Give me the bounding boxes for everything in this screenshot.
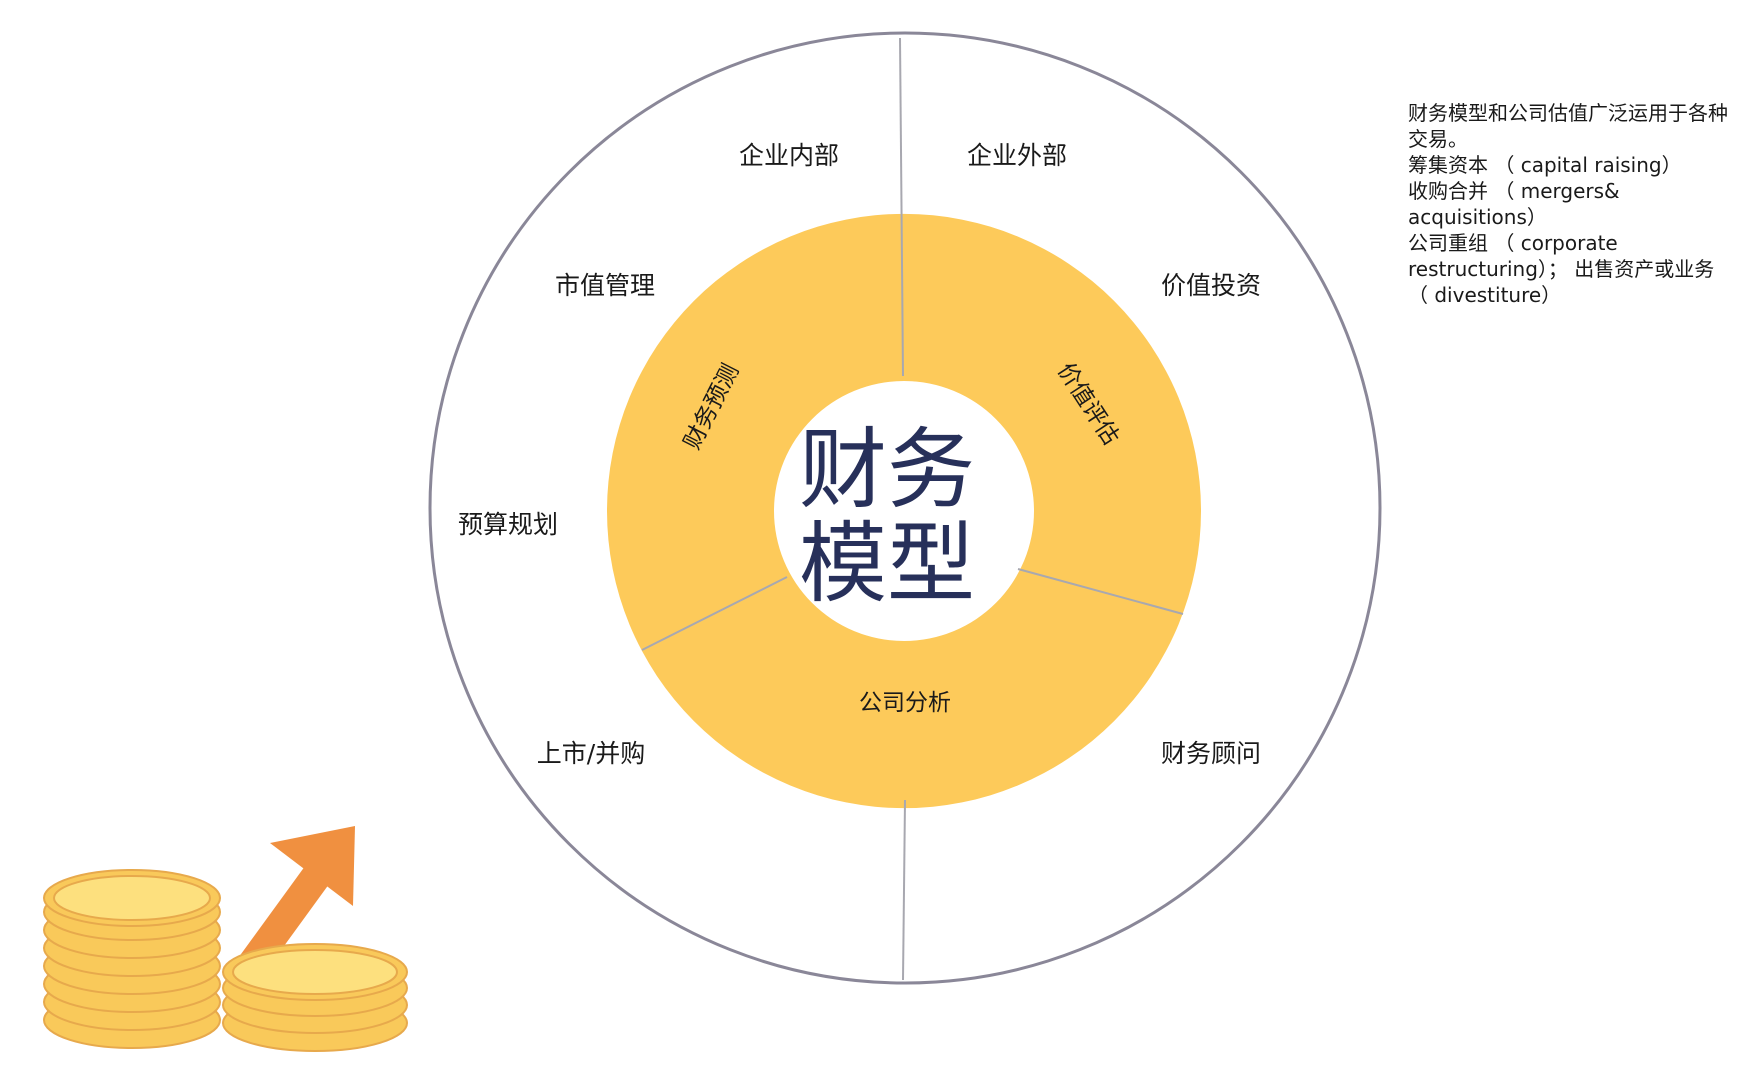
ring-label-analysis: 公司分析 bbox=[859, 690, 951, 716]
description-line-4: 公司重组 （ corporate restructuring）； 出售资产或业务… bbox=[1408, 231, 1715, 307]
description-line-2: 筹集资本 （ capital raising） bbox=[1408, 153, 1682, 177]
divider-right bbox=[1017, 568, 1184, 615]
coin-stack-icon bbox=[43, 869, 408, 1052]
outer-label-budget: 预算规划 bbox=[458, 510, 558, 539]
outer-circle bbox=[428, 31, 1382, 985]
outer-label-external: 企业外部 bbox=[967, 141, 1067, 170]
center-title-line1: 财务 bbox=[799, 418, 975, 521]
outer-label-market-cap: 市值管理 bbox=[555, 271, 655, 300]
center-title-line2: 模型 bbox=[799, 512, 975, 615]
outer-label-advisory: 财务顾问 bbox=[1161, 739, 1261, 768]
coin-stack-right bbox=[222, 943, 408, 1052]
outer-label-ipo-ma: 上市/并购 bbox=[537, 739, 645, 768]
description-line-3: 收购合并 （ mergers& acquisitions） bbox=[1408, 179, 1620, 229]
description-line-1: 财务模型和公司估值广泛运用于各种交易。 bbox=[1408, 101, 1728, 151]
outer-label-value-investing: 价值投资 bbox=[1161, 271, 1261, 300]
outer-label-internal: 企业内部 bbox=[739, 141, 839, 170]
divider-left bbox=[641, 576, 788, 651]
yellow-ring bbox=[606, 213, 1201, 809]
divider-bottom bbox=[902, 799, 906, 981]
description-text: 财务模型和公司估值广泛运用于各种交易。 筹集资本 （ capital raisi… bbox=[1408, 100, 1738, 308]
divider-top bbox=[899, 37, 904, 377]
coin-stack-left bbox=[43, 869, 221, 1049]
